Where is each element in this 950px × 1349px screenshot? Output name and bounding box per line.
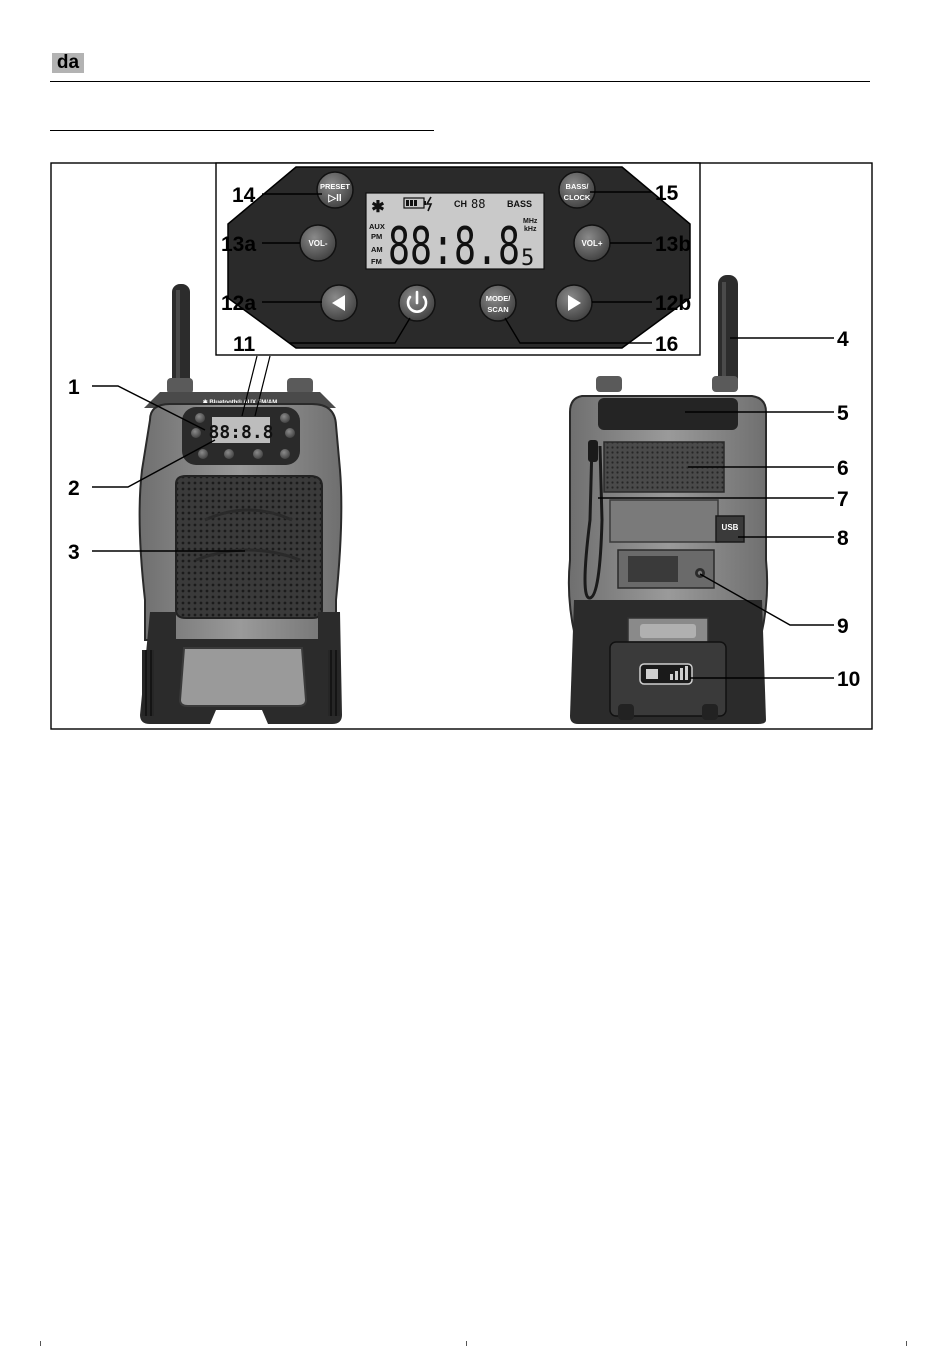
lcd-ch-digits: 88: [471, 197, 485, 211]
lcd-aux: AUX: [369, 222, 385, 231]
lcd-sub-digit: 5: [521, 246, 534, 271]
callout-4: 4: [837, 328, 849, 351]
callout-7: 7: [837, 488, 849, 511]
callout-15: 15: [655, 182, 679, 205]
callout-1: 1: [68, 376, 80, 399]
front-speaker-grille: [176, 476, 322, 618]
previous-button[interactable]: [321, 285, 357, 321]
lcd-main-digits: 88:8.8: [388, 217, 520, 277]
handle-recess: [598, 398, 738, 430]
lcd-mhz: MHz: [523, 218, 538, 225]
preset-button[interactable]: PRESET ▷II: [317, 172, 353, 208]
svg-text:✱: ✱: [371, 199, 384, 216]
lcd-ch: CH: [454, 199, 467, 209]
callout-13a: 13a: [221, 233, 256, 256]
callout-12b: 12b: [655, 292, 691, 315]
callout-6: 6: [837, 457, 849, 480]
callout-12a: 12a: [221, 292, 256, 315]
front-mini-display: 88:8.8: [208, 422, 273, 443]
lcd-bass: BASS: [507, 199, 532, 209]
callout-10: 10: [837, 668, 860, 691]
mode-scan-button[interactable]: MODE/ SCAN: [480, 285, 516, 321]
volume-down-button[interactable]: VOL-: [300, 225, 336, 261]
svg-text:SCAN: SCAN: [487, 305, 508, 314]
lcd-pm: PM: [371, 232, 382, 241]
lcd-khz: kHz: [524, 226, 537, 233]
callout-3: 3: [68, 541, 80, 564]
volume-up-button[interactable]: VOL+: [574, 225, 610, 261]
front-antenna: [172, 284, 190, 388]
svg-text:▷II: ▷II: [327, 193, 341, 204]
callout-16: 16: [655, 333, 678, 356]
crop-mark: [466, 1341, 467, 1346]
svg-text:VOL-: VOL-: [308, 239, 327, 248]
next-button[interactable]: [556, 285, 592, 321]
callout-9: 9: [837, 615, 849, 638]
power-button[interactable]: [399, 285, 435, 321]
svg-text:BASS/: BASS/: [566, 182, 590, 191]
lcd-am: AM: [371, 245, 383, 254]
lcd-fm: FM: [371, 257, 382, 266]
crop-mark: [40, 1341, 41, 1346]
callout-14: 14: [232, 184, 256, 207]
crop-mark: [906, 1341, 907, 1346]
callout-13b: 13b: [655, 233, 691, 256]
bass-clock-button[interactable]: BASS/ CLOCK: [559, 172, 595, 208]
callout-2: 2: [68, 477, 80, 500]
callout-8: 8: [837, 527, 849, 550]
callout-5: 5: [837, 402, 849, 425]
svg-text:CLOCK: CLOCK: [564, 193, 591, 202]
callout-11: 11: [233, 333, 256, 356]
svg-text:VOL+: VOL+: [581, 239, 602, 248]
svg-text:PRESET: PRESET: [320, 182, 350, 191]
usb-label: USB: [722, 523, 739, 532]
back-antenna: [718, 275, 738, 387]
svg-text:MODE/: MODE/: [486, 294, 512, 303]
